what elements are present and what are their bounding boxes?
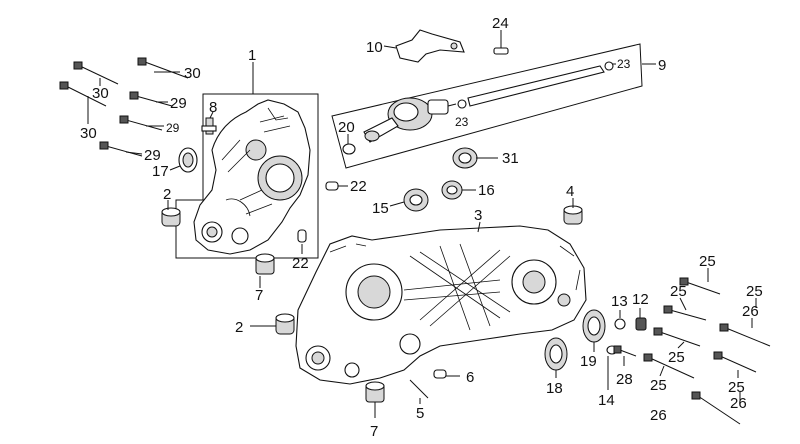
group-outline-part-1 bbox=[175, 93, 319, 259]
o-ring-part-20 bbox=[342, 143, 356, 155]
pump-assembly bbox=[363, 97, 457, 143]
bolt-part-30-b bbox=[73, 61, 119, 85]
washer-part-13 bbox=[614, 318, 626, 330]
callout-25-c: 25 bbox=[746, 283, 763, 300]
bearing-part-15 bbox=[403, 188, 429, 212]
callout-25-a: 25 bbox=[699, 253, 716, 270]
callout-16: 16 bbox=[478, 182, 495, 199]
callout-14: 14 bbox=[598, 392, 615, 409]
callout-2-lower: 2 bbox=[235, 319, 243, 336]
bolt-part-30-c bbox=[59, 81, 107, 107]
seal-part-18 bbox=[544, 337, 568, 371]
bolt-part-30-a bbox=[137, 57, 189, 79]
clip-part-23-right bbox=[604, 61, 614, 71]
seal-part-19 bbox=[582, 309, 606, 343]
callout-13: 13 bbox=[611, 293, 628, 310]
callout-26-c: 26 bbox=[730, 395, 747, 412]
hose-part-9 bbox=[467, 65, 605, 107]
pin-part-22-a bbox=[325, 181, 339, 191]
callout-30-c: 30 bbox=[80, 125, 97, 142]
main-crankcase-part-3 bbox=[295, 225, 587, 385]
oil-seal-part-17 bbox=[178, 147, 198, 173]
clip-part-23-left bbox=[457, 99, 467, 109]
bolt-part-25-b bbox=[663, 305, 707, 321]
dowel-part-7-lower bbox=[365, 381, 385, 403]
fitting-part-8 bbox=[201, 117, 217, 135]
bolt-part-26-a bbox=[719, 323, 771, 347]
callout-26-b: 26 bbox=[650, 407, 667, 424]
callout-8: 8 bbox=[209, 99, 217, 116]
group-outline-part-9 bbox=[331, 43, 643, 169]
callout-20: 20 bbox=[338, 119, 355, 136]
callout-25-f: 25 bbox=[728, 379, 745, 396]
callout-23-right: 23 bbox=[617, 57, 631, 71]
callout-29-b: 29 bbox=[166, 121, 180, 135]
callout-17: 17 bbox=[152, 163, 169, 180]
callout-22-a: 22 bbox=[350, 178, 367, 195]
bracket-part-10 bbox=[395, 29, 465, 63]
plug-part-12 bbox=[635, 317, 647, 331]
callout-26-a: 26 bbox=[742, 303, 759, 320]
bolt-part-25-c bbox=[653, 327, 701, 347]
bolt-part-29-c bbox=[99, 141, 143, 157]
callout-29-c: 29 bbox=[144, 147, 161, 164]
callout-30-a: 30 bbox=[184, 65, 201, 82]
callout-10: 10 bbox=[366, 39, 383, 56]
callout-25-e: 25 bbox=[650, 377, 667, 394]
pin-part-6 bbox=[433, 369, 447, 379]
callout-28: 28 bbox=[616, 371, 633, 388]
callout-31: 31 bbox=[502, 150, 519, 167]
callout-7-upper: 7 bbox=[255, 287, 263, 304]
left-crankcase-cover bbox=[193, 99, 311, 255]
bolt-part-29-b bbox=[119, 115, 163, 131]
bolt-part-28 bbox=[613, 345, 637, 357]
callout-2-upper: 2 bbox=[163, 186, 171, 203]
callout-18: 18 bbox=[546, 380, 563, 397]
callout-25-b: 25 bbox=[670, 283, 687, 300]
bolt-part-25-e bbox=[713, 351, 757, 373]
bolt-part-29-a bbox=[129, 91, 173, 107]
screw-part-24 bbox=[493, 34, 509, 55]
callout-7-lower: 7 bbox=[370, 423, 378, 440]
callout-30-b: 30 bbox=[92, 85, 109, 102]
bearing-part-31 bbox=[452, 147, 478, 169]
callout-12: 12 bbox=[632, 291, 649, 308]
callout-22-b: 22 bbox=[292, 255, 309, 272]
callout-4: 4 bbox=[566, 183, 574, 200]
callout-15: 15 bbox=[372, 200, 389, 217]
callout-5: 5 bbox=[416, 405, 424, 422]
dowel-part-7-upper bbox=[255, 253, 275, 275]
leader-lines bbox=[87, 30, 757, 418]
pin-part-22-b bbox=[297, 229, 307, 243]
callout-6: 6 bbox=[466, 369, 474, 386]
bolt-part-25-d bbox=[643, 353, 695, 379]
bolt-part-26-b bbox=[691, 391, 741, 425]
callout-29-a: 29 bbox=[170, 95, 187, 112]
callout-25-d: 25 bbox=[668, 349, 685, 366]
bushing-part-2-lower bbox=[275, 313, 295, 335]
callout-9: 9 bbox=[658, 57, 666, 74]
callout-1: 1 bbox=[248, 47, 256, 64]
callout-23-left: 23 bbox=[455, 115, 469, 129]
bushing-part-2-upper bbox=[161, 207, 181, 227]
bushing-part-4 bbox=[563, 205, 583, 225]
callout-24: 24 bbox=[492, 15, 509, 32]
callout-19: 19 bbox=[580, 353, 597, 370]
callout-3: 3 bbox=[474, 207, 482, 224]
pin-part-5 bbox=[409, 379, 429, 399]
bolt-part-25-a bbox=[679, 277, 721, 295]
bearing-part-16 bbox=[441, 180, 463, 200]
